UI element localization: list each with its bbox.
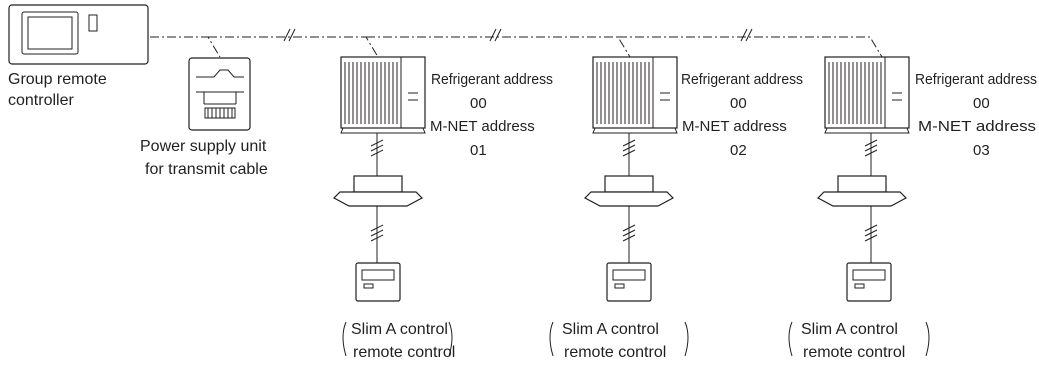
indoor-unit-2 bbox=[584, 175, 674, 207]
outdoor-unit-1: Refrigerant address 00 M-NET address 01 bbox=[340, 56, 553, 159]
slim-remote-label-1a: Slim A control bbox=[351, 321, 448, 338]
slim-remote-1: Slim A control remote control bbox=[342, 262, 455, 361]
slim-remote-2: Slim A control remote control bbox=[549, 262, 689, 361]
slim-remote-label-1b: remote control bbox=[353, 344, 455, 361]
slim-remote-label-2b: remote control bbox=[564, 344, 666, 361]
group-remote-label-2: controller bbox=[8, 92, 74, 109]
power-supply-label-1: Power supply unit bbox=[140, 138, 267, 155]
group-remote-controller: Group remote controller bbox=[8, 4, 149, 109]
refrigerant-address-value-2: 00 bbox=[730, 95, 747, 112]
mnet-address-value-3: 03 bbox=[973, 142, 990, 159]
refrigerant-address-value-1: 00 bbox=[470, 95, 487, 112]
indoor-link-1 bbox=[370, 133, 384, 263]
mnet-address-label-3: M-NET address bbox=[918, 118, 1036, 135]
power-supply-unit: Power supply unit for transmit cable bbox=[140, 57, 268, 178]
group-remote-label-1: Group remote bbox=[8, 71, 107, 88]
outdoor-unit-3: Refrigerant address 00 M-NET address 03 bbox=[824, 56, 1037, 159]
slim-remote-label-3a: Slim A control bbox=[801, 321, 898, 338]
mnet-address-value-2: 02 bbox=[730, 142, 747, 159]
slim-remote-3: Slim A control remote control bbox=[788, 262, 930, 361]
refrigerant-address-value-3: 00 bbox=[973, 95, 990, 112]
power-supply-label-2: for transmit cable bbox=[145, 161, 268, 178]
indoor-unit-1 bbox=[333, 175, 423, 207]
slim-remote-label-2a: Slim A control bbox=[562, 321, 659, 338]
refrigerant-address-label-1: Refrigerant address bbox=[431, 71, 553, 88]
transmission-line bbox=[150, 28, 883, 58]
refrigerant-address-label-3: Refrigerant address bbox=[915, 71, 1037, 88]
refrigerant-address-label-2: Refrigerant address bbox=[681, 71, 803, 88]
indoor-link-2 bbox=[622, 133, 636, 263]
mnet-address-value-1: 01 bbox=[470, 142, 487, 159]
slim-remote-label-3b: remote control bbox=[803, 344, 905, 361]
mnet-address-label-2: M-NET address bbox=[682, 118, 787, 135]
indoor-link-3 bbox=[864, 133, 878, 263]
outdoor-unit-2: Refrigerant address 00 M-NET address 02 bbox=[592, 56, 803, 159]
indoor-unit-3 bbox=[817, 175, 907, 207]
mnet-address-label-1: M-NET address bbox=[430, 118, 535, 135]
